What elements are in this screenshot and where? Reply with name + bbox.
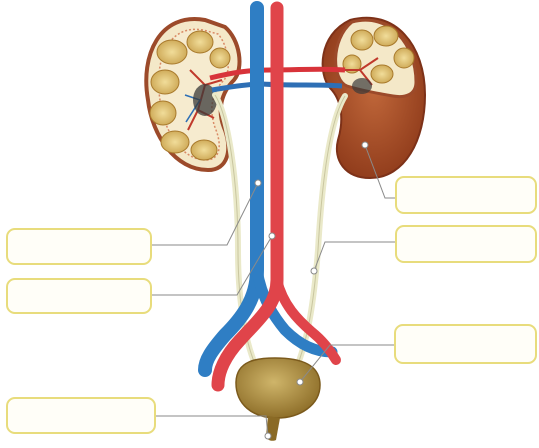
urinary-bladder — [236, 358, 320, 441]
label-box-left-3[interactable] — [6, 397, 156, 434]
left-kidney-section — [146, 19, 239, 170]
right-kidney — [323, 18, 425, 178]
label-box-left-1[interactable] — [6, 228, 152, 265]
label-box-left-2[interactable] — [6, 278, 152, 314]
label-box-right-2[interactable] — [395, 225, 537, 263]
label-box-right-3[interactable] — [394, 324, 537, 364]
label-box-right-1[interactable] — [395, 176, 537, 214]
